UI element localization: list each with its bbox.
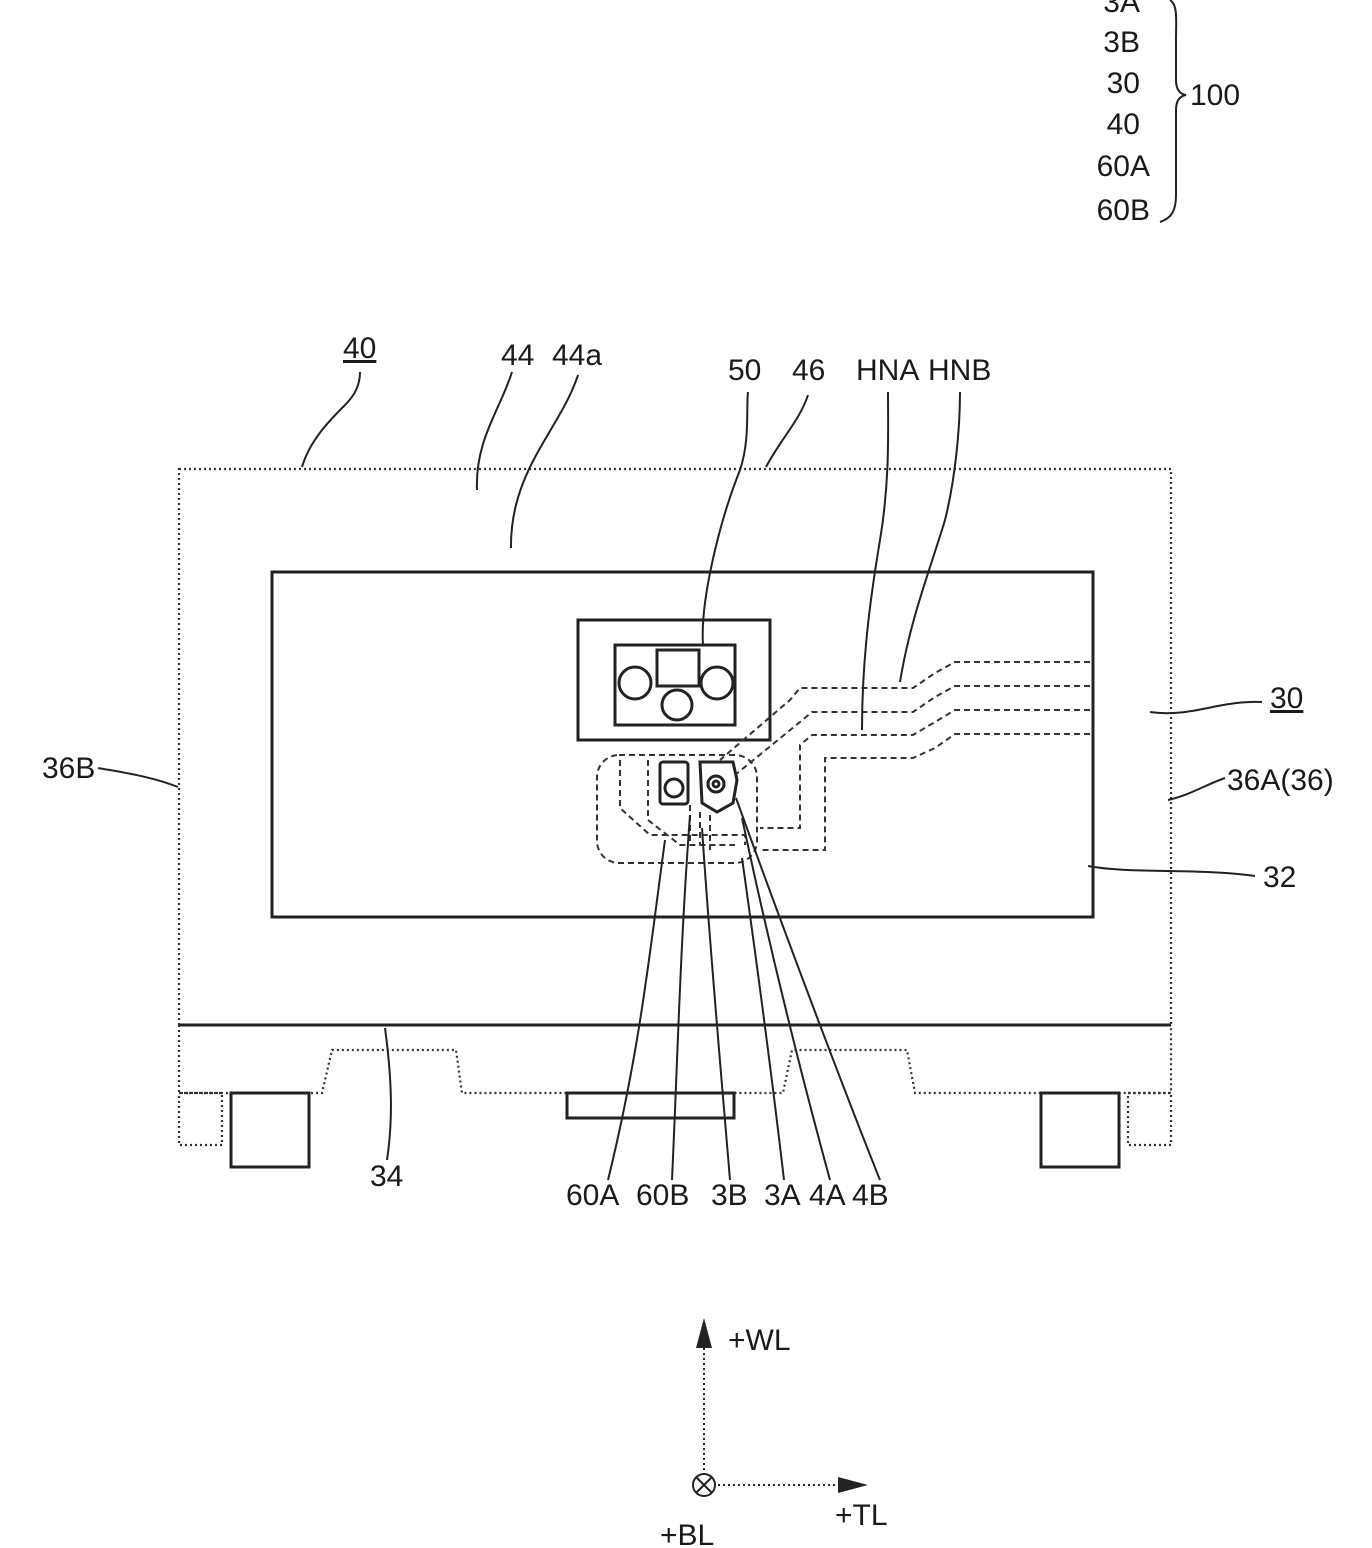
label-3B: 3B — [711, 1179, 748, 1212]
label-HNA: HNA — [856, 354, 919, 387]
label-HNB: HNB — [928, 354, 991, 387]
group-item-40: 40 — [1107, 108, 1140, 141]
label-50: 50 — [728, 354, 761, 387]
axis-label-wl: +WL — [728, 1324, 791, 1357]
label-32: 32 — [1263, 861, 1296, 894]
wiring-harness — [720, 662, 1090, 850]
into-page-icon — [693, 1474, 715, 1496]
group-item-60B: 60B — [1097, 194, 1150, 227]
label-44: 44 — [501, 339, 534, 372]
label-44a: 44a — [552, 339, 602, 372]
label-36B: 36B — [42, 752, 95, 785]
label-4B: 4B — [852, 1179, 889, 1212]
group-item-30: 30 — [1107, 67, 1140, 100]
group-item-60A: 60A — [1097, 150, 1150, 183]
label-60A: 60A — [566, 1179, 619, 1212]
terminal-region — [597, 755, 757, 863]
label-60B: 60B — [636, 1179, 689, 1212]
inner-body-30 — [272, 572, 1093, 917]
arrow-up-icon — [696, 1318, 712, 1348]
group-label-100: 100 — [1190, 79, 1240, 112]
component-50 — [578, 620, 770, 740]
coordinate-axes: +WL +TL +BL — [660, 1318, 888, 1548]
label-46: 46 — [792, 354, 825, 387]
outer-case-40 — [179, 469, 1171, 1167]
axis-label-tl: +TL — [835, 1499, 888, 1532]
arrow-right-icon — [838, 1477, 868, 1493]
label-3A: 3A — [764, 1179, 801, 1212]
group-item-3A: 3A — [1103, 0, 1140, 19]
curly-brace — [1160, 0, 1186, 222]
label-4A: 4A — [809, 1179, 846, 1212]
group-item-3B: 3B — [1103, 26, 1140, 59]
label-34: 34 — [370, 1160, 403, 1193]
reference-group: 3A 3B 30 40 60A 60B 100 — [1097, 0, 1240, 227]
label-30: 30 — [1270, 682, 1303, 715]
axis-label-bl: +BL — [660, 1519, 714, 1548]
label-36A: 36A(36) — [1227, 764, 1334, 797]
label-40: 40 — [343, 332, 376, 365]
